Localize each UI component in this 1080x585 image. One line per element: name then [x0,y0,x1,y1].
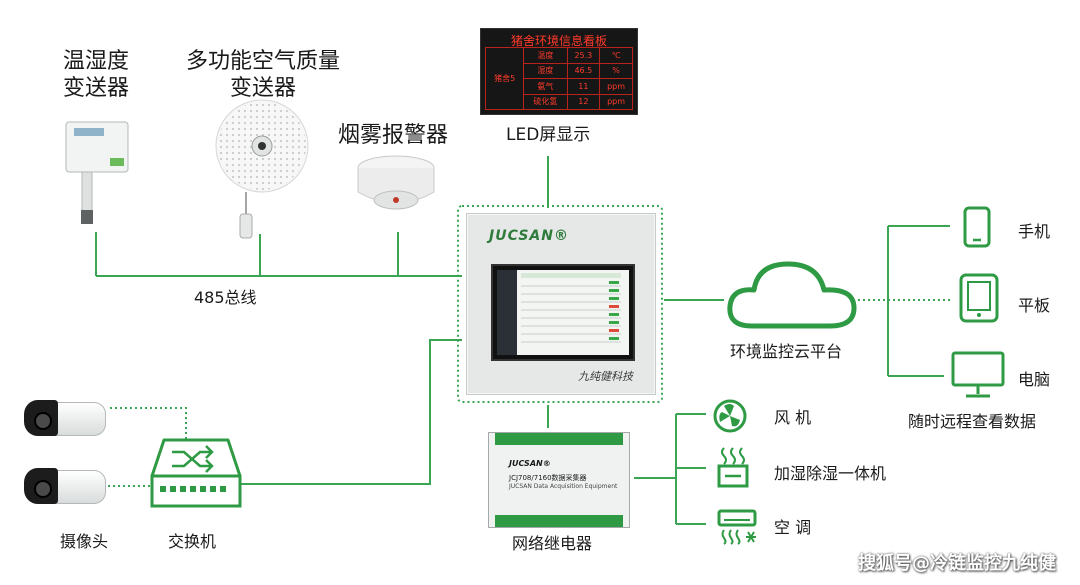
led-cell: 湿度 [523,62,568,79]
controller-screen [491,264,635,361]
computer-label: 电脑 [1018,370,1051,389]
led-cell: % [599,62,633,79]
watermark: 搜狐号@冷链监控九纯健 [858,553,1056,574]
humidifier-label: 加湿除湿一体机 [774,464,887,483]
controller-dotted-frame [457,205,663,403]
network-relay-device: JUCSAN® JCJ708/7160数据采集器 JUCSAN Data Acq… [488,432,630,528]
controller-footer: 九纯健科技 [578,370,633,383]
smoke-alarm-label: 烟雾报警器 [338,123,449,148]
fan-label: 风 机 [774,408,812,427]
led-cell: 12 [566,93,601,110]
led-cell: 25.3 [566,47,601,64]
relay-label: 网络继电器 [512,534,593,553]
computer-icon [951,351,1005,398]
led-cell: ppm [599,78,633,95]
led-cell: 温度 [523,47,568,64]
controller-brand: JUCSAN® [489,228,569,244]
tablet-icon [959,273,999,323]
humidifier-icon [717,447,749,488]
camera-icon [24,464,106,508]
relay-english: JUCSAN Data Acquisition Equipment [509,483,618,490]
led-cell: 氨气 [523,78,568,95]
temp-humidity-label: 温湿度 变送器 [62,49,129,101]
switch-label: 交换机 [168,532,217,551]
ac-label: 空 调 [774,518,812,537]
cloud-platform-label: 环境监控云平台 [730,342,843,361]
air-conditioner-icon [717,509,757,545]
led-cell: 猪舍5 [484,47,525,110]
camera-icon [24,396,106,440]
relay-brand: JUCSAN® [509,459,551,468]
led-cell: ppm [599,93,633,110]
switch-link [240,339,462,485]
network-switch-icon [150,438,242,508]
smoke-alarm-icon [357,155,435,210]
remote-view-caption: 随时远程查看数据 [908,412,1037,431]
led-cell: 11 [566,78,601,95]
tablet-label: 平板 [1018,296,1051,315]
camera-label: 摄像头 [60,532,109,551]
relay-model: JCJ708/7160数据采集器 [509,474,587,482]
led-cell: 硫化氢 [523,93,568,110]
led-cell: ℃ [599,47,633,64]
led-display-label: LED屏显示 [506,125,591,145]
air-quality-label: 多功能空气质量 变送器 [185,49,340,101]
temp-humidity-transmitter-icon [65,121,129,224]
fan-icon [713,399,747,433]
bus-485-label: 485总线 [194,288,257,307]
air-quality-transmitter-icon [215,99,309,239]
camera1-dotted [110,407,187,440]
cloud-icon [727,261,857,329]
phone-label: 手机 [1018,222,1051,241]
led-cell: 46.5 [566,62,601,79]
led-board-title: 猪舍环境信息看板 [510,34,607,48]
phone-icon [963,206,991,248]
central-controller: JUCSAN® 九纯健科技 [466,213,656,395]
